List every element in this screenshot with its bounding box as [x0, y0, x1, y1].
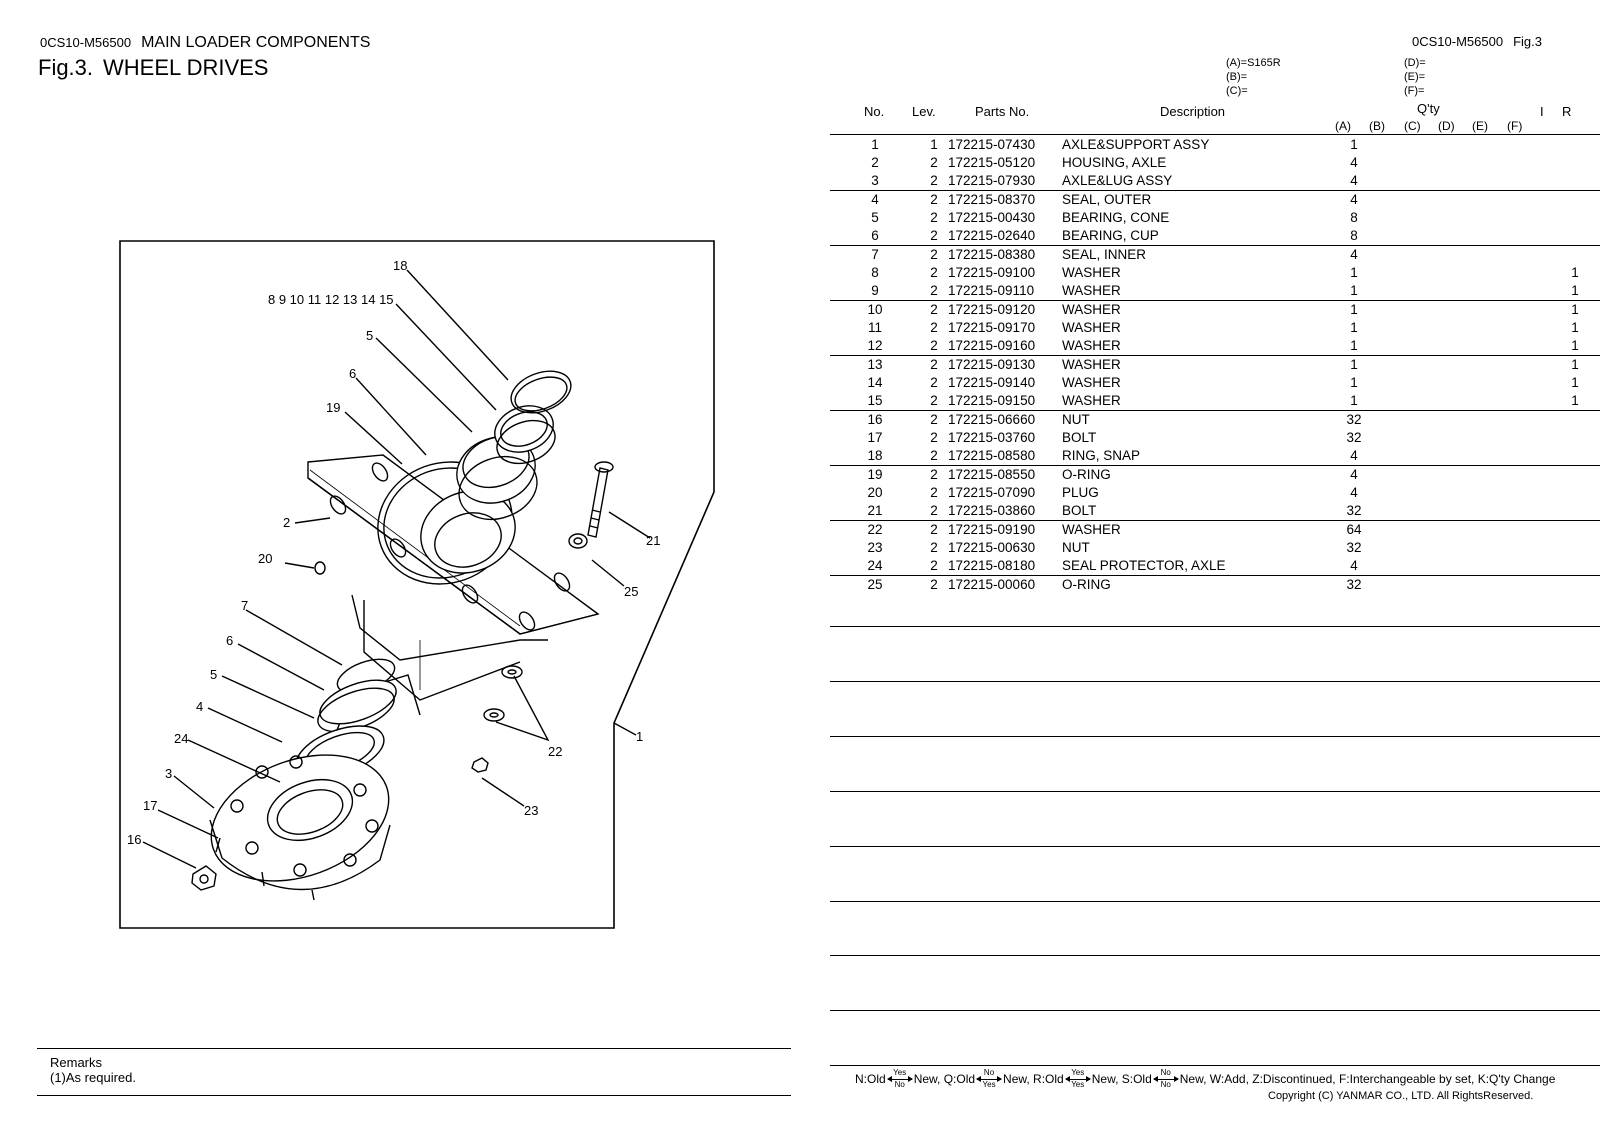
callout-17: 17	[143, 798, 157, 813]
callout-4: 4	[196, 699, 203, 714]
model-legend-right: (D)=(E)=(F)=	[1404, 57, 1426, 97]
table-divider	[830, 791, 1600, 793]
copyright-notice: Copyright (C) YANMAR CO., LTD. All Right…	[1268, 1090, 1534, 1102]
callout-19: 19	[326, 400, 340, 415]
callout-16: 16	[127, 832, 141, 847]
callout-7: 7	[241, 598, 248, 613]
header-lev: Lev.	[912, 104, 936, 119]
callout-2: 2	[283, 515, 290, 530]
table-divider	[830, 681, 1600, 683]
header-qty-e: (E)	[1472, 119, 1488, 133]
callout-18: 18	[393, 258, 407, 273]
callout-5: 5	[366, 328, 373, 343]
remarks-top-rule	[37, 1048, 791, 1050]
header-i: I	[1540, 104, 1544, 119]
callout-6: 6	[349, 366, 356, 381]
header-divider	[830, 134, 1600, 135]
header-description: Description	[1160, 104, 1226, 119]
table-divider	[830, 955, 1600, 957]
header-qty-a: (A)	[1335, 119, 1351, 133]
header-qty-f: (F)	[1507, 119, 1523, 133]
header-qty-b: (B)	[1369, 119, 1385, 133]
callout-20: 20	[258, 551, 272, 566]
callout-22: 22	[548, 744, 562, 759]
callout-6: 6	[226, 633, 233, 648]
exploded-parts-diagram: 1 2 3 4 5 5 6 6 7 8 9 10 11 12 13 14 15 …	[119, 240, 715, 929]
remarks-line: (1)As required.	[50, 1070, 136, 1085]
header-no: No.	[864, 104, 885, 119]
callout-3: 3	[165, 766, 172, 781]
callout-23: 23	[524, 803, 538, 818]
model-legend-left: (A)=S165R(B)=(C)=	[1226, 57, 1281, 97]
header-qty-c: (C)	[1404, 119, 1421, 133]
header-parts-no: Parts No.	[975, 104, 1030, 119]
header-qty-d: (D)	[1438, 119, 1455, 133]
table-divider	[830, 1065, 1600, 1067]
section-title: MAIN LOADER COMPONENTS	[141, 34, 371, 51]
callout-25: 25	[624, 584, 638, 599]
callout-21: 21	[646, 533, 660, 548]
table-divider	[830, 846, 1600, 848]
table-divider	[830, 901, 1600, 903]
callout-8-15: 8 9 10 11 12 13 14 15	[268, 292, 394, 307]
remarks-bottom-rule	[37, 1095, 791, 1097]
table-divider	[830, 1010, 1600, 1012]
callout-5: 5	[210, 667, 217, 682]
header-qty: Q'ty	[1417, 101, 1440, 116]
figure-title: Fig.3.WHEEL DRIVES	[38, 55, 269, 80]
remarks-title: Remarks	[50, 1055, 103, 1070]
table-divider	[830, 736, 1600, 738]
callout-24: 24	[174, 731, 188, 746]
remarks-box: Remarks (1)As required.	[50, 1055, 136, 1085]
header-r: R	[1562, 104, 1572, 119]
callout-1: 1	[636, 729, 643, 744]
table-divider	[830, 626, 1600, 628]
